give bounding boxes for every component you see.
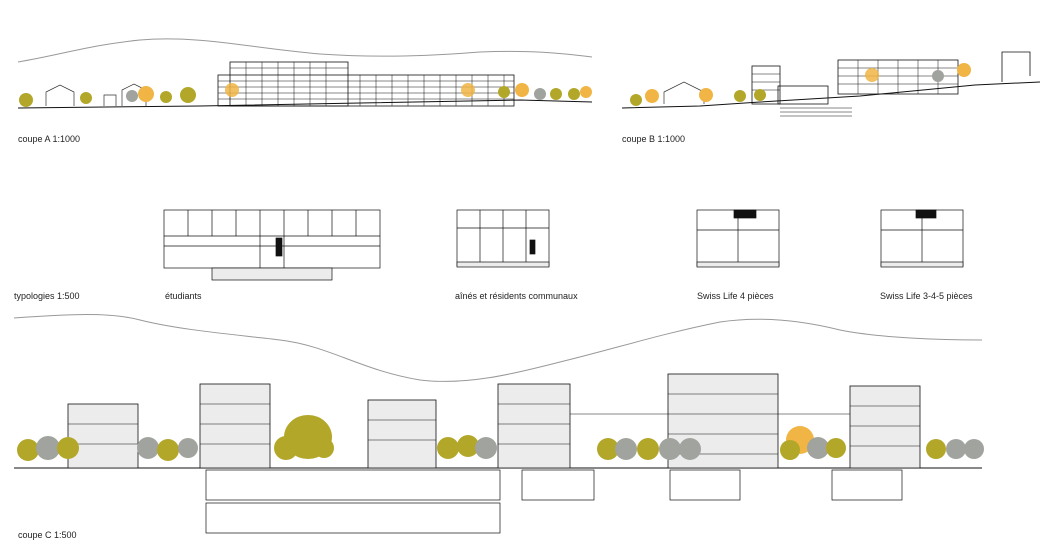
section-c-drawing (13, 314, 984, 534)
plan-seniors (456, 209, 550, 268)
section-b-label: coupe B 1:1000 (622, 134, 686, 144)
swisslife-4-label: Swiss Life 4 pièces (697, 291, 774, 301)
section-a-drawing (17, 38, 593, 109)
students-typology-label: étudiants (165, 291, 202, 301)
plan-swisslife-345 (880, 209, 964, 268)
section-c-label: coupe C 1:500 (18, 530, 77, 540)
plan-students (163, 209, 381, 281)
section-b-drawing (621, 51, 1041, 117)
seniors-typology-label: aînés et résidents communaux (455, 291, 578, 301)
plan-swisslife-4 (696, 209, 780, 268)
typologies-label: typologies 1:500 (14, 291, 80, 301)
swisslife-345-label: Swiss Life 3-4-5 pièces (880, 291, 973, 301)
section-a-label: coupe A 1:1000 (18, 134, 81, 144)
